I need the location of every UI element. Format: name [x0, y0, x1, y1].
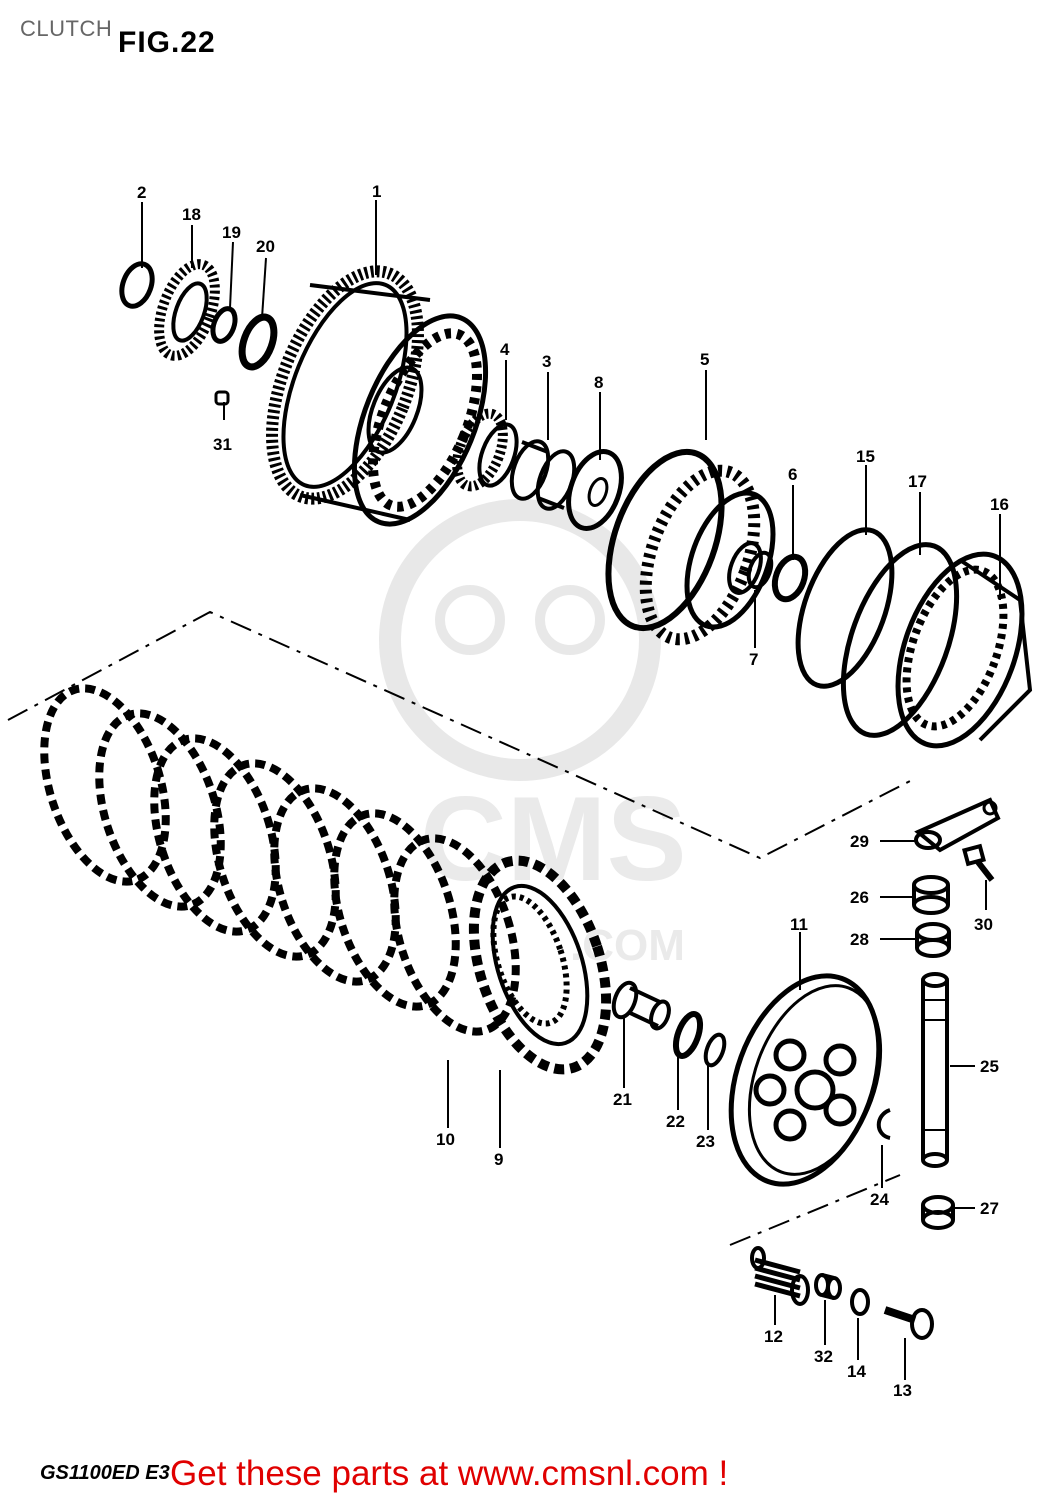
callout-22: 22 [666, 1112, 685, 1131]
callout-3: 3 [542, 352, 551, 371]
callout-16: 16 [990, 495, 1009, 514]
callout-7: 7 [749, 650, 758, 669]
callout-20: 20 [256, 237, 275, 256]
part-2-washer [119, 261, 155, 309]
part-22-bearing [672, 1011, 704, 1059]
part-12-clutch-spring [750, 1246, 810, 1306]
callout-labels: 1 2 3 4 5 6 7 8 9 10 11 12 13 14 15 16 1… [137, 182, 1009, 1400]
callout-25: 25 [980, 1057, 999, 1076]
part-14-washer [850, 1288, 870, 1316]
part-32-spacer [814, 1273, 842, 1300]
part-16-drive-plate [895, 551, 1033, 749]
callout-5: 5 [700, 350, 709, 369]
callout-6: 6 [788, 465, 797, 484]
part-8-thrust-washer [566, 449, 624, 531]
part-28-bearing [915, 922, 951, 958]
part-24-circlip [876, 1108, 891, 1140]
part-1-clutch-housing [266, 265, 489, 527]
part-19-bushing [210, 306, 238, 344]
part-29-release-arm [914, 797, 1001, 853]
part-25-release-shaft [921, 972, 949, 1168]
part-27-oil-seal [921, 1195, 955, 1230]
callout-19: 19 [222, 223, 241, 242]
part-21-push-piece [611, 980, 671, 1031]
assembly-bracket [7, 610, 913, 1246]
cta-link[interactable]: Get these parts at www.cmsnl.com ! [170, 1454, 729, 1493]
part-18-gear [154, 259, 220, 361]
watermark-text: CMS [420, 772, 687, 906]
callout-15: 15 [856, 447, 875, 466]
callout-2: 2 [137, 183, 146, 202]
callout-24: 24 [870, 1190, 889, 1209]
callout-12: 12 [764, 1327, 783, 1346]
callout-11: 11 [790, 915, 808, 934]
callout-29: 29 [850, 832, 869, 851]
callout-8: 8 [594, 373, 603, 392]
callout-30: 30 [974, 915, 993, 934]
part-7-lock-washer [746, 550, 774, 590]
figure-label: FIG.22 [118, 26, 216, 59]
callout-26: 26 [850, 888, 869, 907]
callout-14: 14 [847, 1362, 866, 1381]
part-5-clutch-hub [605, 448, 776, 646]
part-20-seal [238, 313, 278, 371]
section-title: CLUTCH [20, 16, 113, 41]
leader-lines [141, 200, 1001, 1380]
part-31-pin [214, 390, 230, 406]
part-23-washer [703, 1032, 727, 1068]
callout-21: 21 [613, 1090, 632, 1109]
callout-18: 18 [182, 205, 201, 224]
part-11-pressure-plate [728, 973, 883, 1187]
part-4-needle-bearing [452, 408, 519, 492]
callout-27: 27 [980, 1199, 999, 1218]
cms-watermark: CMS .COM [379, 499, 687, 970]
part-9-10-clutch-plate-stack [40, 684, 612, 1075]
part-15-wire-ring [795, 527, 895, 689]
callout-23: 23 [696, 1132, 715, 1151]
callout-10: 10 [436, 1130, 455, 1149]
part-30-bolt [962, 843, 995, 882]
model-code: GS1100ED E3 [40, 1462, 170, 1484]
callout-31: 31 [213, 435, 232, 454]
callout-13: 13 [893, 1381, 912, 1400]
callout-4: 4 [500, 340, 510, 359]
callout-28: 28 [850, 930, 869, 949]
callout-1: 1 [372, 182, 381, 201]
part-6-nut [771, 553, 809, 603]
callout-9: 9 [494, 1150, 503, 1169]
callout-32: 32 [814, 1347, 833, 1366]
part-26-bushing [912, 875, 950, 915]
part-17-spring-seat [840, 542, 960, 738]
callout-17: 17 [908, 472, 927, 491]
part-13-bolt [883, 1306, 934, 1340]
